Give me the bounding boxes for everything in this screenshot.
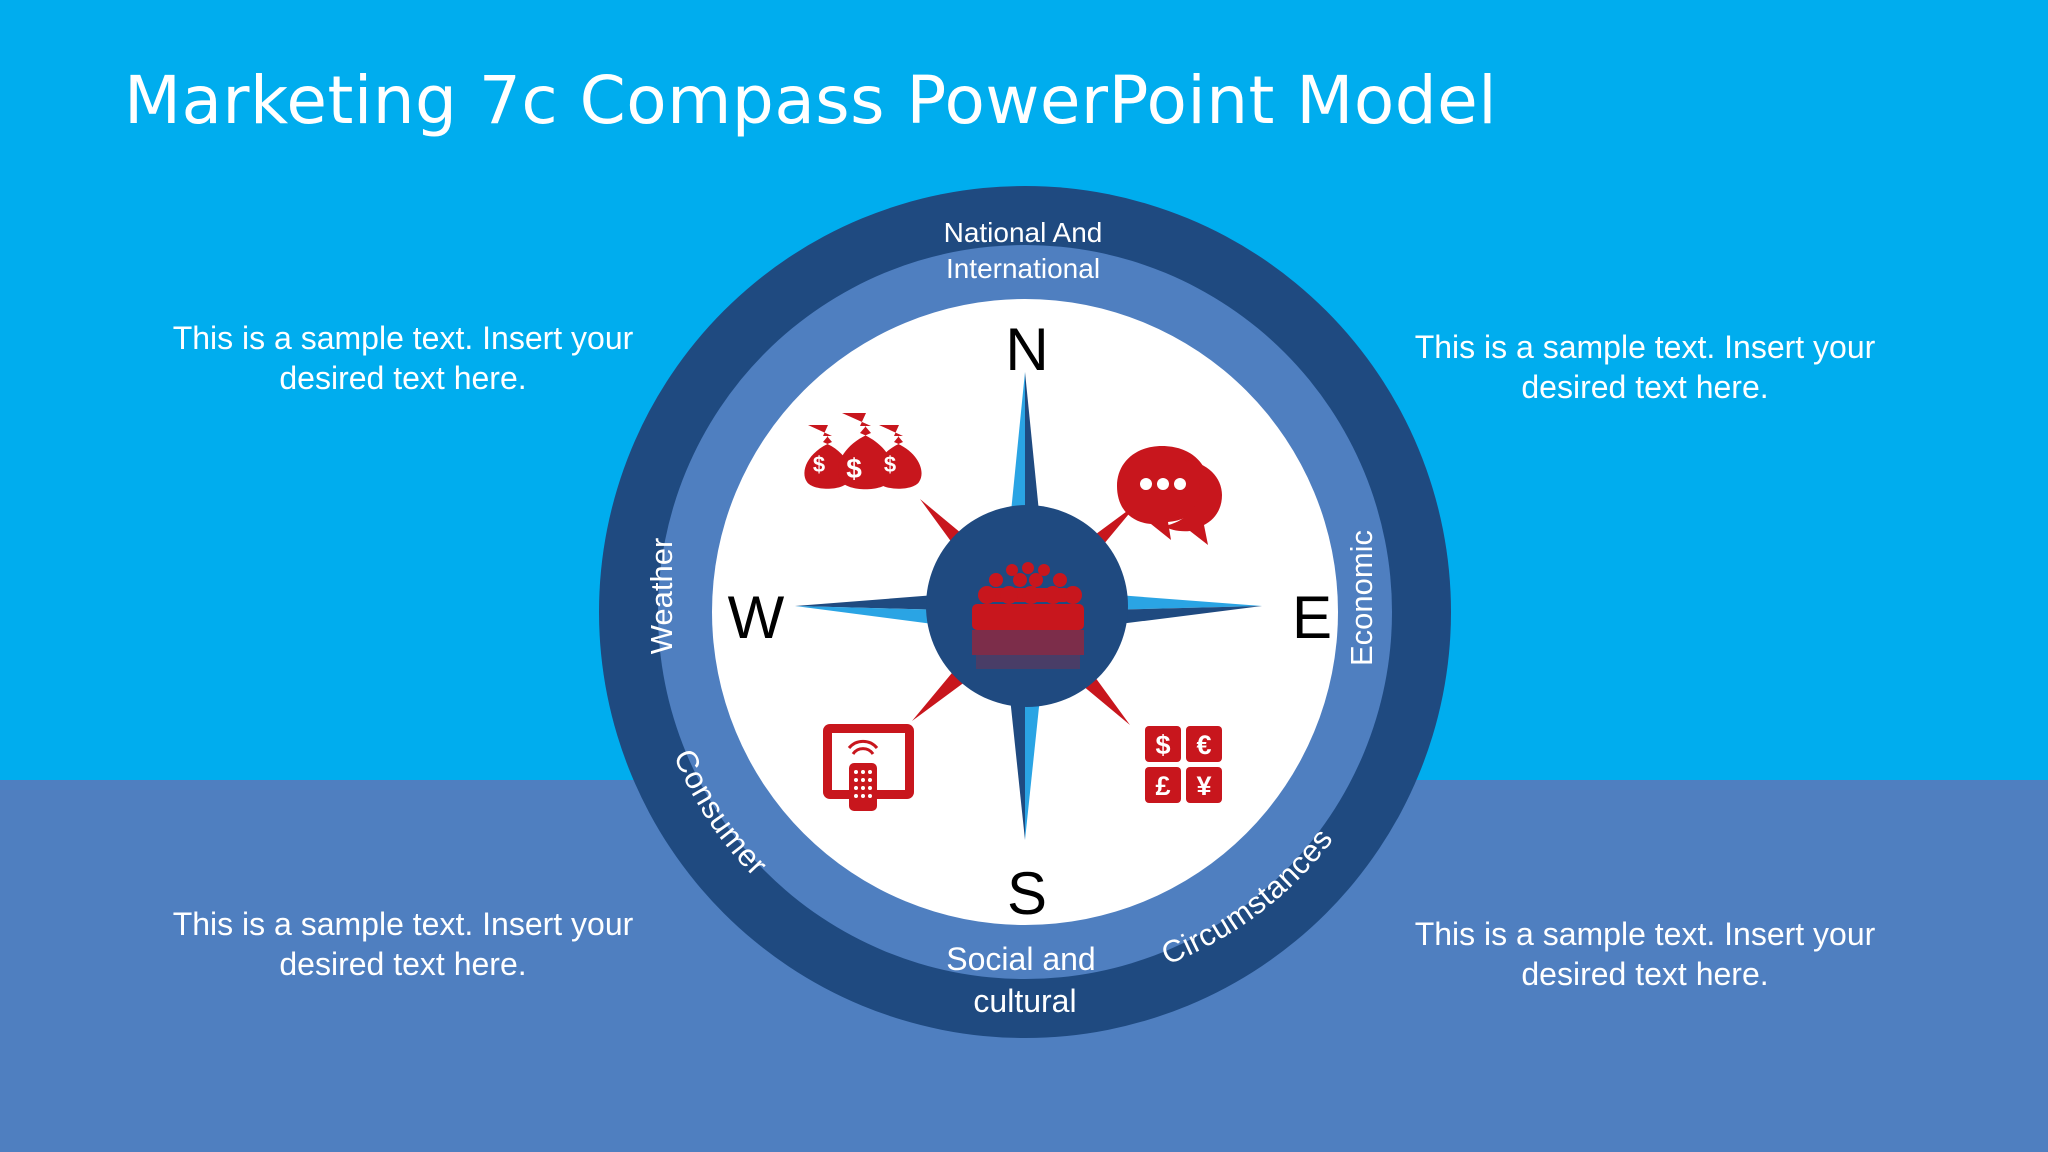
currency-icon: $ € £ ¥ (1145, 726, 1222, 803)
ring-label-bottom-line1: Social and (946, 941, 1095, 977)
ring-label-top-line2: International (946, 253, 1100, 284)
direction-north: N (1005, 316, 1048, 383)
direction-south: S (1007, 860, 1047, 927)
direction-east: E (1292, 584, 1332, 651)
ring-label-bottom-line2: cultural (973, 983, 1076, 1019)
slide-title: Marketing 7c Compass PowerPoint Model (124, 62, 1498, 139)
ring-label-right: Economic (1344, 530, 1379, 666)
svg-text:€: € (1196, 730, 1211, 760)
crowd-icon (972, 562, 1084, 669)
ring-label-top-line1: National And (944, 217, 1103, 248)
svg-text:$: $ (846, 453, 862, 484)
note-bottom-left: This is a sample text. Insert your desir… (172, 906, 634, 982)
svg-text:£: £ (1155, 771, 1170, 801)
svg-text:$: $ (1155, 730, 1170, 760)
direction-west: W (728, 584, 785, 651)
speech-bubbles-icon (1117, 446, 1222, 545)
note-top-left: This is a sample text. Insert your desir… (172, 320, 634, 396)
tv-remote-icon (823, 724, 914, 811)
note-bottom-right: This is a sample text. Insert your desir… (1414, 916, 1876, 992)
svg-text:¥: ¥ (1196, 771, 1211, 801)
ring-label-left: Weather (644, 538, 679, 655)
svg-text:$: $ (813, 452, 825, 477)
money-bags-icon: $ $ $ (804, 413, 922, 490)
svg-text:$: $ (884, 452, 896, 477)
note-top-right: This is a sample text. Insert your desir… (1414, 329, 1876, 405)
